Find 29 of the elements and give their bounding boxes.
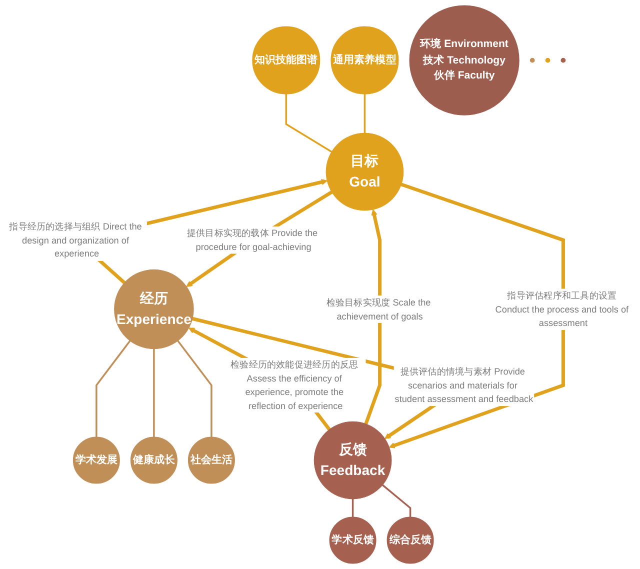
edge-label: 检验目标实现度 Scale the achievement of goals	[326, 296, 431, 322]
connector	[352, 498, 354, 518]
node-circle: 学术反馈	[329, 516, 376, 564]
node-circle: 综合反馈	[386, 516, 434, 564]
edge-label: 指导评估程序和工具的设置 Conduct the process and tools of assessment	[495, 290, 629, 328]
connector	[153, 348, 155, 438]
node-circle: 社会生活	[188, 436, 235, 484]
node-circle	[530, 58, 535, 63]
node-circle	[545, 58, 550, 63]
node-circle: 健康成长	[130, 436, 178, 484]
arrow	[364, 209, 382, 425]
connector	[177, 340, 212, 438]
edge-label: 检验经历的效能促进经历的反思 Assess the efficiency of experience, promote the reflection of experience	[230, 359, 358, 411]
node-circle: 学术发展	[72, 436, 120, 484]
arrow	[388, 182, 565, 448]
connector	[96, 340, 131, 438]
node-circle: 经历 Experience	[114, 269, 194, 350]
edge-label: 提供评估的情境与素材 Provide scenarios and materials for student assessment and feedback	[394, 366, 534, 404]
node-circle: 反馈 Feedback	[314, 421, 392, 500]
connector	[364, 94, 366, 134]
node-circle	[560, 58, 566, 63]
node-circle: 目标 Goal	[326, 132, 404, 211]
connector	[285, 94, 332, 153]
node-circle: 环境 Environment 技术 Technology 伙伴 Faculty	[409, 5, 520, 116]
node-circle: 通用素养模型	[330, 26, 399, 94]
edge-label: 指导经历的选择与组织 Direct the design and organization of experience	[9, 220, 142, 259]
connector	[382, 484, 412, 518]
edge-label: 提供目标实现的载体 Provide the procedure for goal-achieving	[186, 228, 318, 252]
node-circle: 知识技能图谱	[252, 26, 320, 94]
